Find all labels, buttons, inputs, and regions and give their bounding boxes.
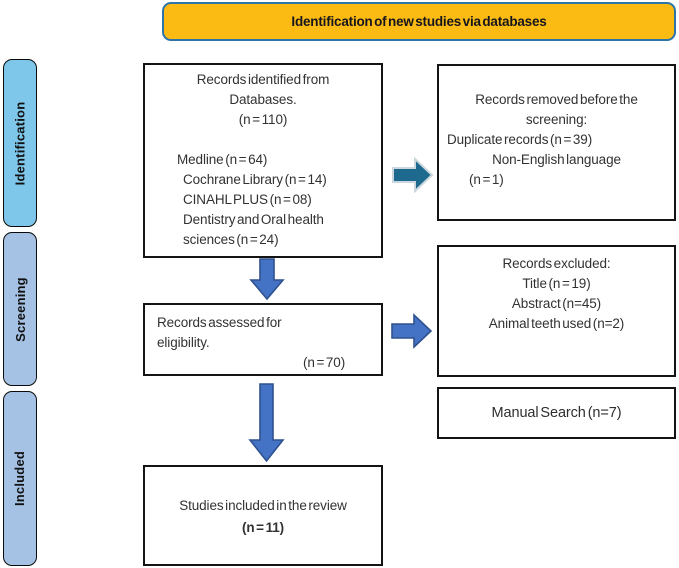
studies-included-line: Studies included in the review — [179, 498, 347, 513]
records-excluded-line: Animal teeth used (n=2) — [488, 316, 625, 331]
down-block-arrow-icon — [249, 258, 285, 301]
database-item: Dentistry and Oral health — [183, 212, 324, 227]
records-removed-line: Non-English language — [492, 152, 621, 167]
stage-bar-screening: Screening — [3, 232, 37, 386]
right-block-arrow-icon — [391, 313, 433, 349]
records-excluded-line: Title (n = 19) — [522, 276, 591, 291]
stage-bar-included-label: Included — [12, 450, 28, 507]
box-manual-search: Manual Search (n=7) — [437, 387, 676, 439]
records-identified-line: Databases. — [229, 92, 297, 107]
stage-bar-included: Included — [3, 391, 37, 566]
box-records-identified: Records identified from Databases. (n = … — [143, 63, 383, 258]
records-identified-line: Records identified from — [196, 72, 330, 87]
studies-included-count: (n = 11) — [241, 520, 285, 535]
banner-label: Identification of new studies via databa… — [291, 14, 547, 29]
banner-identification-of-new-studies: Identification of new studies via databa… — [162, 2, 676, 41]
records-assessed-line: eligibility. — [157, 335, 210, 350]
records-assessed-line: Records assessed for — [157, 315, 282, 330]
records-removed-line: Records removed before the — [475, 92, 638, 107]
box-studies-included: Studies included in the review (n = 11) — [143, 465, 383, 566]
database-item: Medline (n = 64) — [177, 152, 268, 167]
records-removed-line: screening: — [525, 112, 588, 127]
records-excluded-line: Abstract (n=45) — [511, 296, 602, 311]
stage-bar-identification: Identification — [3, 59, 37, 227]
records-assessed-count: (n = 70) — [303, 355, 346, 370]
database-item: Cochrane Library (n = 14) — [183, 172, 327, 187]
records-excluded-line: Records excluded: — [502, 256, 611, 271]
box-records-excluded: Records excluded: Title (n = 19) Abstrac… — [437, 245, 676, 377]
records-removed-line: Duplicate records (n = 39) — [447, 132, 593, 147]
down-block-arrow-icon — [248, 383, 285, 463]
database-item: sciences (n = 24) — [183, 232, 279, 247]
stage-bar-screening-label: Screening — [12, 276, 28, 342]
right-block-arrow-icon — [392, 156, 434, 194]
box-records-removed: Records removed before the screening: Du… — [437, 64, 676, 221]
records-removed-count: (n = 1) — [469, 172, 504, 187]
stage-bar-identification-label: Identification — [12, 101, 28, 185]
database-item: CINAHL PLUS (n = 08) — [183, 192, 312, 207]
records-identified-count: (n = 110) — [238, 112, 288, 127]
box-records-assessed: Records assessed for eligibility. (n = 7… — [143, 303, 383, 376]
manual-search-label: Manual Search (n=7) — [491, 405, 622, 421]
spacer — [145, 130, 381, 150]
